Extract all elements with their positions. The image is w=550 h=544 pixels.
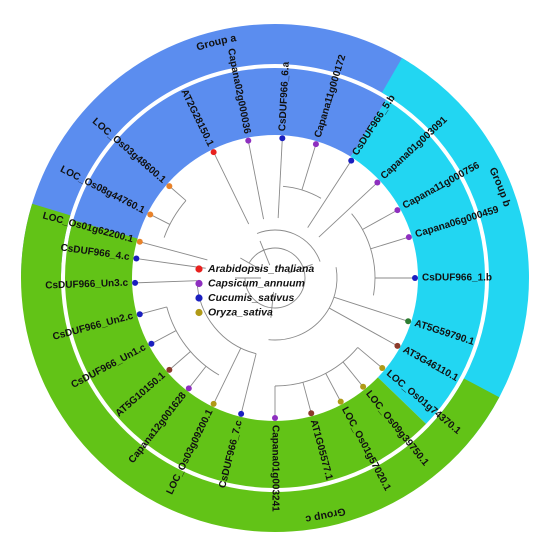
branch-arc xyxy=(274,347,359,387)
leaf-node-dot xyxy=(308,410,315,417)
legend-swatch xyxy=(195,279,203,288)
branch-arc xyxy=(244,247,306,309)
branch-arc xyxy=(268,267,338,341)
leaf-node-dot xyxy=(210,149,217,156)
leaf-label: CsDUF966_Un3.c xyxy=(45,278,129,292)
leaf-node-dot xyxy=(238,410,245,417)
leaf-node-dot xyxy=(312,141,319,148)
leaf-node-dot xyxy=(337,398,344,405)
leaf-branch xyxy=(240,353,257,414)
legend-label: Capsicum_annuum xyxy=(208,278,305,290)
leaf-branch xyxy=(247,140,264,220)
group-ring-1 xyxy=(382,58,529,455)
legend-label: Cucumis_sativus xyxy=(208,292,295,304)
leaf-node-dot xyxy=(210,400,217,407)
leaf-node-dot xyxy=(279,135,286,142)
branch-stem xyxy=(288,263,313,274)
branch-stem xyxy=(270,291,274,318)
tree-disc xyxy=(132,135,418,421)
leaf-node-dot xyxy=(412,275,418,281)
leaf-node-dot xyxy=(166,183,173,190)
branch-arc xyxy=(282,185,322,199)
leaf-branch xyxy=(333,296,409,322)
leaf-branch xyxy=(277,138,283,219)
leaf-node-dot xyxy=(360,383,367,390)
tree-branches xyxy=(135,138,415,418)
legend-label: Arabidopsis_thaliana xyxy=(207,263,314,275)
branch-arc xyxy=(166,306,220,376)
leaf-node-dot xyxy=(379,364,386,371)
leaf-node-dot xyxy=(185,385,192,392)
leaf-node-dot xyxy=(147,211,154,218)
branch-stem xyxy=(259,240,271,266)
leaf-node-dot xyxy=(394,207,401,214)
leaf-node-dot xyxy=(136,238,143,245)
legend-label: Oryza_sativa xyxy=(208,307,273,319)
leaf-branch xyxy=(301,143,317,191)
leaf-label: CsDUF966_1.b xyxy=(422,273,492,284)
leaf-node-dot xyxy=(374,179,381,186)
leaf-node-dot xyxy=(405,234,412,241)
group-ring-0 xyxy=(21,23,410,275)
leaf-label: Capana01g003241 xyxy=(270,425,281,512)
leaf-branch xyxy=(329,307,398,347)
leaf-branch xyxy=(135,280,198,284)
leaf-label: CsDUF966_6.a xyxy=(277,61,292,131)
legend-swatch xyxy=(195,308,203,317)
leaf-branch xyxy=(362,209,398,230)
leaf-branch xyxy=(188,365,207,389)
leaf-branch xyxy=(139,241,208,261)
leaf-branch xyxy=(307,160,352,228)
group-ring-separator xyxy=(61,215,464,492)
leaf-branch xyxy=(370,236,410,250)
leaf-branch xyxy=(325,373,342,402)
leaf-branch xyxy=(342,361,364,388)
leaf-node-dot xyxy=(148,340,155,347)
leaf-node-dot xyxy=(133,255,140,262)
leaf-branch xyxy=(213,151,250,225)
leaf-node-dot xyxy=(132,279,139,286)
leaf-node-dot xyxy=(245,137,252,144)
leaf-branch xyxy=(213,347,242,405)
leaf-branch xyxy=(169,185,187,201)
leaf-node-dot xyxy=(348,157,355,164)
branch-arc xyxy=(163,200,187,238)
leaf-branch xyxy=(357,347,383,369)
branch-arc xyxy=(196,280,257,355)
leaf-branch xyxy=(139,306,167,315)
leaf-branch xyxy=(150,214,171,225)
leaf-branch xyxy=(136,258,206,269)
group-ring-2 xyxy=(20,203,500,532)
legend-swatch xyxy=(195,265,203,273)
group-ring-separator xyxy=(61,64,389,275)
branch-arc xyxy=(351,213,376,296)
leaf-branch xyxy=(169,351,191,371)
leaf-branch xyxy=(302,382,312,414)
species-legend: Arabidopsis_thalianaCapsicum_annuumCucum… xyxy=(195,263,314,319)
leaf-node-dot xyxy=(405,318,412,325)
leaf-node-dot xyxy=(394,342,401,349)
branch-arc xyxy=(256,229,321,262)
leaf-node-dot xyxy=(166,366,173,373)
branch-stem xyxy=(240,257,264,272)
leaf-node-dot xyxy=(136,311,143,318)
legend-swatch xyxy=(195,294,203,302)
leaf-branch xyxy=(318,182,378,238)
leaf-branch xyxy=(151,330,177,345)
leaf-node-dot xyxy=(272,415,278,421)
